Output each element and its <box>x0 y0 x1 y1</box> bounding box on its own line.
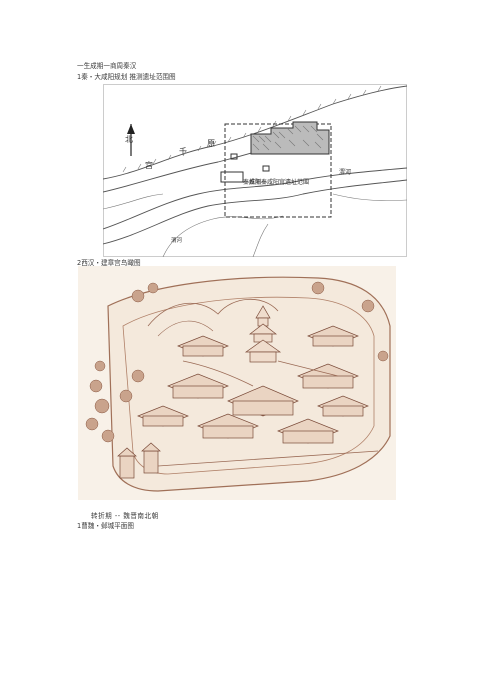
map-label-site: 推测秦咸阳宫遗址范围 <box>249 178 309 186</box>
map-label-weihe-bottom: 渭河 <box>171 236 183 244</box>
map-label-qian: 千 <box>179 146 187 156</box>
figure-caption-3: 1曹魏・邺城平面图 <box>77 522 134 530</box>
jianzhang-palace-illustration <box>78 266 396 500</box>
map-label-gong: 宫 <box>145 160 153 170</box>
map-label-xianyang: 秦咸阳 <box>243 178 261 186</box>
north-label: 北 <box>125 135 133 144</box>
section-heading: 一生成期一商周秦汉 <box>77 62 137 70</box>
map-label-weihe: 渭河 <box>339 168 351 176</box>
figure-caption-1: 1秦・大咸阳规划 推测遗址范围图 <box>77 73 176 81</box>
north-arrow-icon: 北 <box>125 124 135 156</box>
section-heading-2: 转折期 -- 魏晋南北朝 <box>91 512 159 520</box>
xianyang-site-map: 北 宫 千 原 秦咸阳 推测秦咸阳宫遗址范围 渭河 渭河 <box>103 84 407 257</box>
figure-caption-2: 2西汉・建章宫鸟瞰图 <box>77 259 141 267</box>
map-label-yuan: 原 <box>207 139 215 148</box>
